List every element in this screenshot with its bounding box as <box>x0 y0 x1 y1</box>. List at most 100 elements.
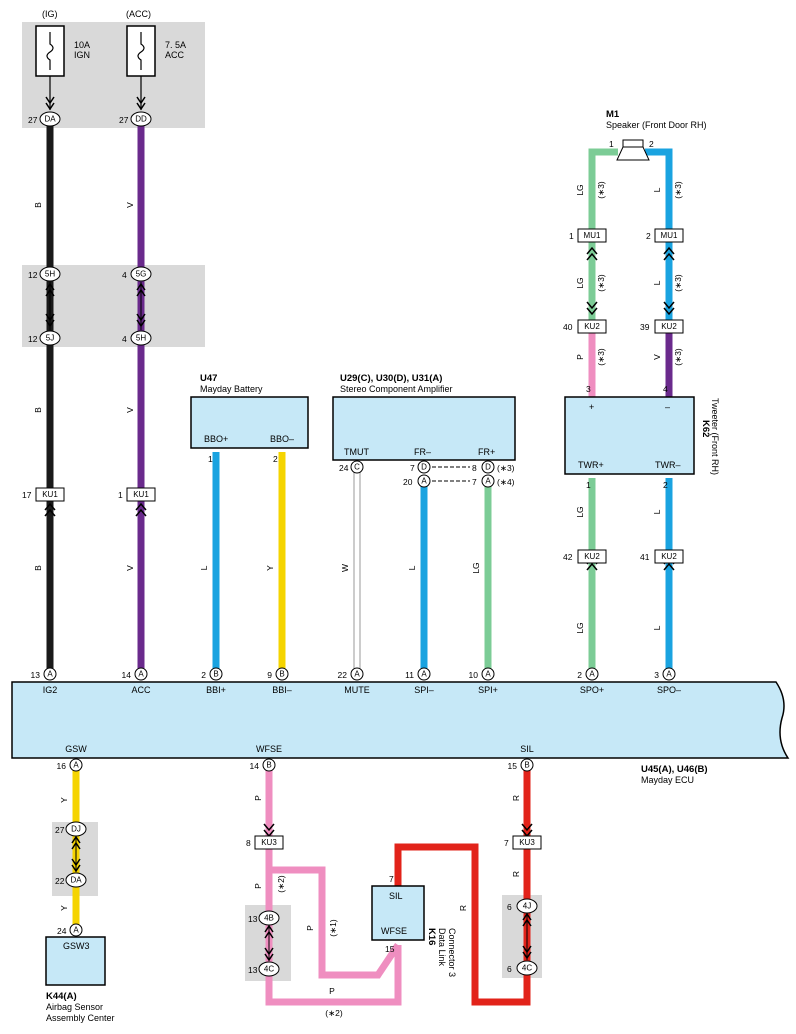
wire-label-y: Y <box>265 565 275 571</box>
connector-4b: 4B <box>264 914 274 923</box>
pin-24: 24 <box>57 926 67 936</box>
wire-label-b: B <box>33 407 43 413</box>
connector-ku3: KU3 <box>519 838 535 847</box>
connector-arrow-icon <box>136 96 146 111</box>
connector-arrow-icon <box>45 282 55 297</box>
dlc-sil: SIL <box>389 891 403 901</box>
ecu-terminal-label: WFSE <box>256 744 282 754</box>
ecu-connector-letter: B <box>279 670 284 679</box>
pin-27-dd: 27 <box>119 115 129 125</box>
speaker-icon <box>616 146 650 161</box>
ecu-pin-number: 9 <box>267 670 272 680</box>
connector-arrow-icon <box>71 858 81 873</box>
airbag-gsw3: GSW3 <box>63 941 90 951</box>
pin-7: 7 <box>410 463 415 473</box>
fuse-acc: (ACC) 7. 5A ACC <box>126 9 186 77</box>
stereo-amplifier: U29(C), U30(D), U31(A) Stereo Component … <box>332 373 516 488</box>
connector-arrow-icon <box>45 313 55 328</box>
amp-tmut: TMUT <box>344 447 369 457</box>
pin-15: 15 <box>385 944 395 954</box>
wire-label-l: L <box>199 565 209 570</box>
pin-20: 20 <box>403 477 413 487</box>
pin-2: 2 <box>649 139 654 149</box>
battery-bbo-minus: BBO– <box>270 434 294 444</box>
connector-5h: 5H <box>136 334 146 343</box>
wire-speaker-l <box>645 148 673 240</box>
tweeter-twr-plus: TWR+ <box>578 460 604 470</box>
ecu-id: U45(A), U46(B) <box>641 764 708 775</box>
ecu-body <box>11 681 790 759</box>
pin-24: 24 <box>339 463 349 473</box>
connector-arrow-icon <box>663 246 675 261</box>
ecu-terminal-label: BBI+ <box>206 685 226 695</box>
wire-label-v: V <box>125 202 135 208</box>
ecu-connector <box>481 667 495 681</box>
wire-label-y: Y <box>59 797 69 803</box>
pin-17: 17 <box>22 490 32 500</box>
ecu-terminal-label: GSW <box>65 744 87 754</box>
pin-8: 8 <box>246 838 251 848</box>
wire-label-lg: LG <box>575 506 585 517</box>
amp-fr-plus: FR+ <box>478 447 495 457</box>
connector-arrow-icon <box>586 301 598 316</box>
connector-ku2: KU2 <box>584 552 600 561</box>
amplifier-name: Stereo Component Amplifier <box>340 384 453 394</box>
connector-a: A <box>485 477 491 486</box>
dlc-wfse: WFSE <box>381 926 407 936</box>
fuse-acc-name: ACC <box>165 50 185 60</box>
pin-42: 42 <box>563 552 573 562</box>
note-3: (∗3) <box>596 181 606 199</box>
wire-label-b: B <box>33 565 43 571</box>
tweeter-minus: – <box>665 402 670 412</box>
ecu-pin-number: 14 <box>122 670 132 680</box>
connector-mu1: MU1 <box>584 231 601 240</box>
wire-label-v: V <box>125 565 135 571</box>
ecu-connector <box>275 667 289 681</box>
wire-label-lg: LG <box>575 277 585 288</box>
wire-label-p: P <box>253 795 263 801</box>
note-3: (∗3) <box>673 348 683 366</box>
wire-label-r: R <box>458 905 468 911</box>
pin-2: 2 <box>273 454 278 464</box>
pin-6: 6 <box>507 964 512 974</box>
connector-d: D <box>421 463 427 472</box>
mayday-ecu: A13IG2A14ACCB2BBI+B9BBI–A22MUTEA11SPI–A1… <box>11 667 790 785</box>
connector-arrow-icon <box>44 502 56 517</box>
ecu-terminal-label: SPI– <box>414 685 434 695</box>
ecu-connector <box>69 758 83 772</box>
pin-12: 12 <box>28 270 38 280</box>
battery-bbo-plus: BBO+ <box>204 434 228 444</box>
ecu-terminal-label: BBI– <box>272 685 292 695</box>
wfse-branch: P KU3 8 P (∗2) 4B 13 4C 13 P (∗1) P (∗2) <box>246 795 343 1018</box>
ecu-terminal-label: SPI+ <box>478 685 498 695</box>
ecu-connector <box>262 758 276 772</box>
wire-label-lg: LG <box>575 184 585 195</box>
note-1: (∗1) <box>328 919 338 937</box>
wire-label-l: L <box>652 509 662 514</box>
pin-27-da: 27 <box>28 115 38 125</box>
ecu-terminal-label: ACC <box>131 685 151 695</box>
ecu-connector <box>585 667 599 681</box>
ecu-connector-letter: A <box>73 761 79 770</box>
note-3: (∗3) <box>596 348 606 366</box>
connector-a: A <box>73 926 79 935</box>
ecu-connector <box>43 667 57 681</box>
wire-speaker-lg <box>588 148 618 398</box>
pin-2: 2 <box>663 480 668 490</box>
pin-8: 8 <box>472 463 477 473</box>
amp-fr-minus: FR– <box>414 447 431 457</box>
connector-mu1: MU1 <box>661 231 678 240</box>
wire-wfse-1 <box>269 866 401 979</box>
ecu-pin-number: 15 <box>508 761 518 771</box>
wire-label-l: L <box>652 280 662 285</box>
battery-id: U47 <box>200 373 217 384</box>
pin-7: 7 <box>472 477 477 487</box>
ecu-connector-letter: A <box>666 670 672 679</box>
connector-arrow-icon <box>71 835 81 850</box>
wire-wfse-2 <box>265 764 402 1006</box>
ecu-terminal-label: SIL <box>520 744 534 754</box>
junctions-right: MU1 1 MU1 2 KU2 40 KU2 39 KU2 42 KU2 41 <box>563 228 684 571</box>
wire-label-p: P <box>575 354 585 360</box>
fuse-acc-header: (ACC) <box>126 9 151 19</box>
dlc-name-2: Connector 3 <box>447 928 457 977</box>
